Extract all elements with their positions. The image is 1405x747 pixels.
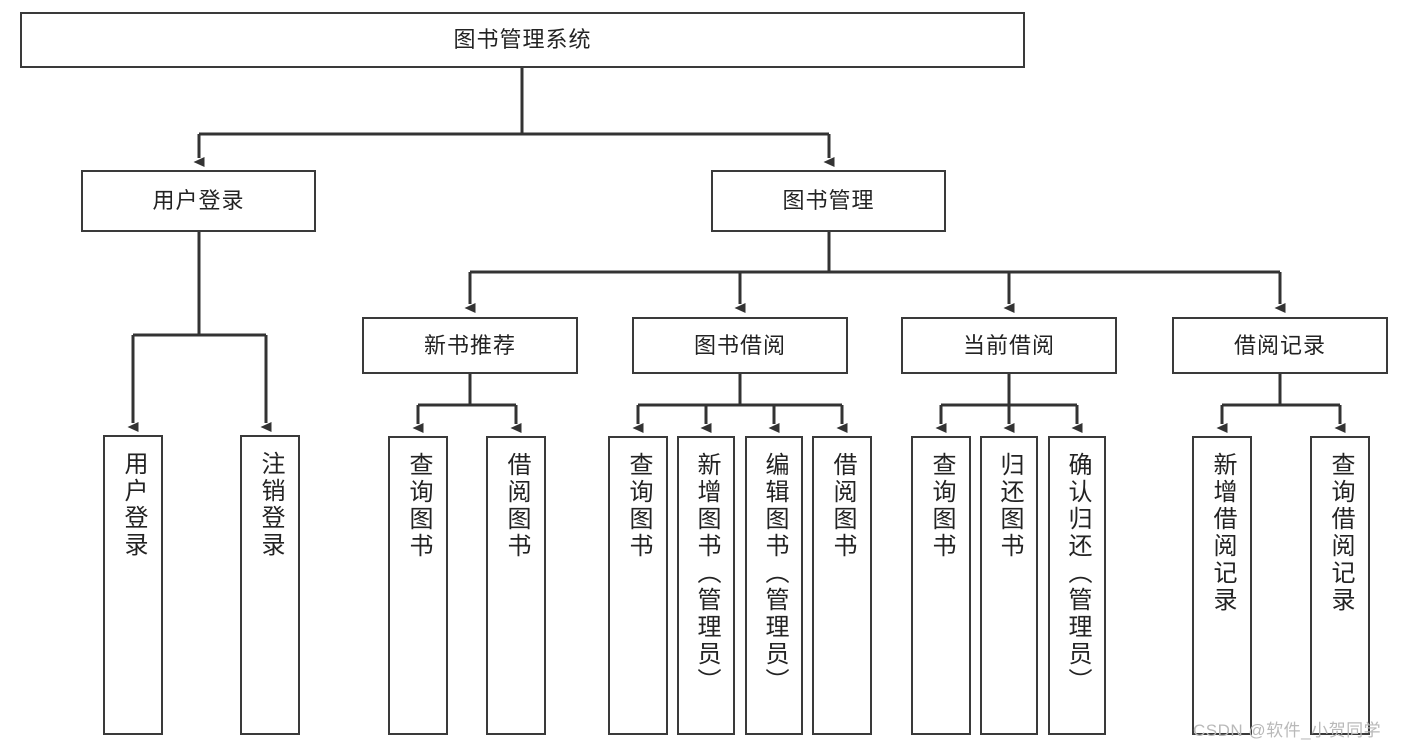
leaf-borrow-lend[interactable]: 借阅图书 [812,436,872,735]
node-root[interactable]: 图书管理系统 [20,12,1025,68]
leaf-user-login-label: 用户登录 [120,451,147,559]
leaf-rec-query-label: 查询图书 [405,452,432,560]
node-borrow-record[interactable]: 借阅记录 [1172,317,1388,374]
leaf-rec-add[interactable]: 新增借阅记录 [1192,436,1252,735]
leaf-borrow-query-label: 查询图书 [625,452,652,560]
node-borrow-record-label: 借阅记录 [1233,332,1326,358]
node-current-borrow[interactable]: 当前借阅 [901,317,1117,374]
leaf-cur-confirm-label: 确认归还（管理员） [1064,452,1091,695]
leaf-user-logout-label: 注销登录 [257,451,284,559]
leaf-rec-query[interactable]: 查询图书 [388,436,448,735]
leaf-cur-confirm[interactable]: 确认归还（管理员） [1048,436,1106,735]
node-user-login-label: 用户登录 [152,188,245,214]
node-new-book-rec-label: 新书推荐 [423,332,516,358]
leaf-borrow-edit-label: 编辑图书（管理员） [761,452,788,695]
leaf-cur-return[interactable]: 归还图书 [980,436,1038,735]
node-book-borrow-label: 图书借阅 [693,332,786,358]
leaf-borrow-add-label: 新增图书（管理员） [693,452,720,695]
node-current-borrow-label: 当前借阅 [962,332,1055,358]
node-new-book-rec[interactable]: 新书推荐 [362,317,578,374]
node-root-label: 图书管理系统 [453,27,592,53]
leaf-user-login[interactable]: 用户登录 [103,435,163,735]
leaf-rec-borrow[interactable]: 借阅图书 [486,436,546,735]
leaf-rec-add-label: 新增借阅记录 [1209,452,1236,614]
leaf-cur-return-label: 归还图书 [996,452,1023,560]
leaf-borrow-query[interactable]: 查询图书 [608,436,668,735]
leaf-rec-query2[interactable]: 查询借阅记录 [1310,436,1370,735]
leaf-borrow-edit[interactable]: 编辑图书（管理员） [745,436,803,735]
leaf-rec-query2-label: 查询借阅记录 [1327,452,1354,614]
leaf-borrow-add[interactable]: 新增图书（管理员） [677,436,735,735]
node-book-manage-label: 图书管理 [782,188,875,214]
leaf-borrow-lend-label: 借阅图书 [829,452,856,560]
leaf-rec-borrow-label: 借阅图书 [503,452,530,560]
leaf-user-logout[interactable]: 注销登录 [240,435,300,735]
leaf-cur-query[interactable]: 查询图书 [911,436,971,735]
node-book-manage[interactable]: 图书管理 [711,170,946,232]
node-book-borrow[interactable]: 图书借阅 [632,317,848,374]
leaf-cur-query-label: 查询图书 [928,452,955,560]
node-user-login[interactable]: 用户登录 [81,170,316,232]
